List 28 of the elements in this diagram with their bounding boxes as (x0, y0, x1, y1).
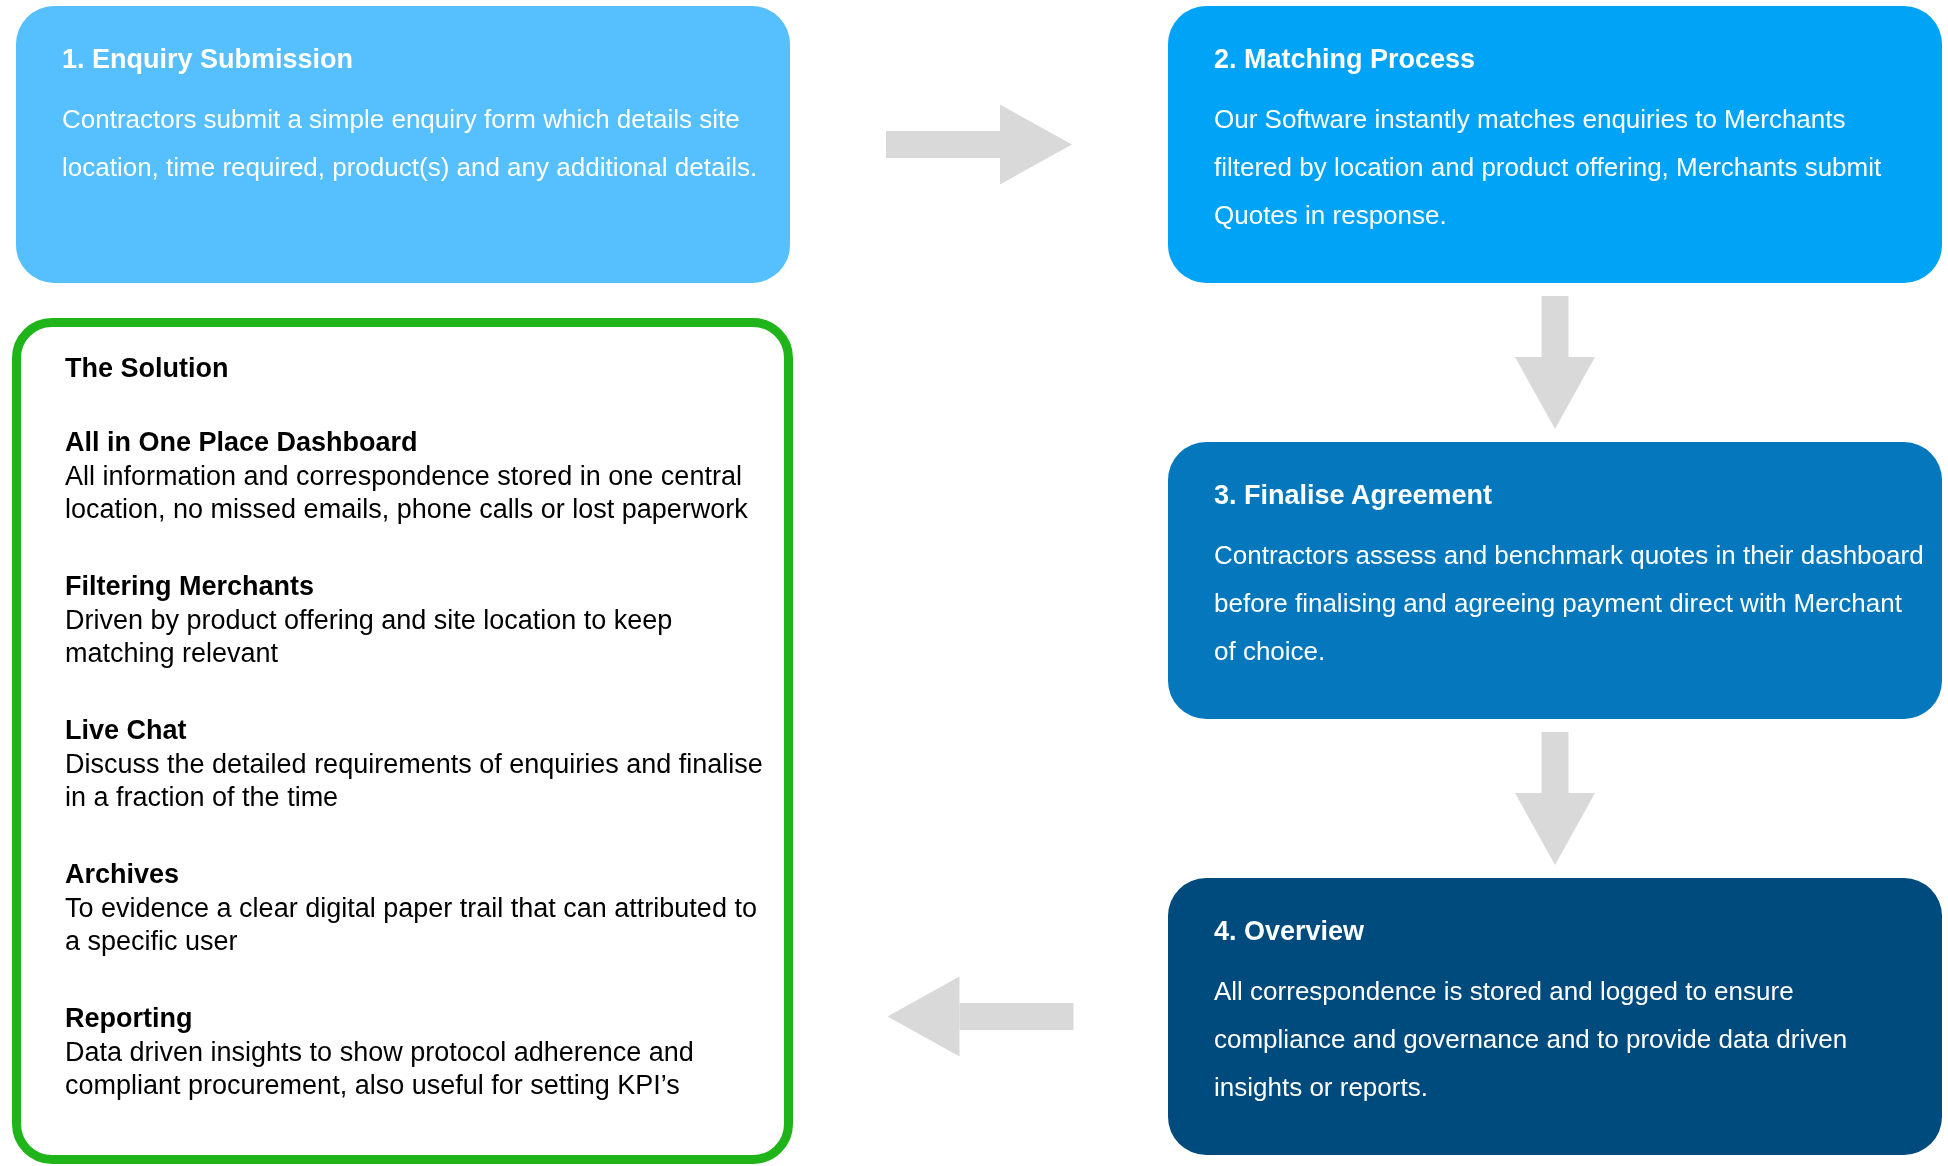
step-box (1168, 6, 1942, 283)
feature-heading: Archives (65, 858, 181, 891)
block-arrow (1515, 296, 1595, 429)
step-description: Our Software instantly matches enquiries to Merchants filtered by location and product offering, Merchants submit Quotes in response. (1214, 103, 1883, 232)
step-heading: 2. Matching Process (1214, 44, 1477, 75)
step-box (1168, 442, 1942, 719)
block-arrow (1515, 732, 1595, 865)
step-heading: 4. Overview (1214, 916, 1366, 947)
block-arrow (887, 976, 1074, 1057)
feature-description: To evidence a clear digital paper trail that can attributed to a specific user (65, 892, 758, 958)
step-box (16, 6, 790, 283)
step-description: All correspondence is stored and logged to ensure compliance and governance and to provide data driven insights or reports. (1214, 975, 1849, 1104)
step-heading: 3. Finalise Agreement (1214, 480, 1494, 511)
step-description: Contractors assess and benchmark quotes in their dashboard before finalising and agreeing payment direct with Merchant of choice. (1214, 539, 1925, 668)
feature-heading: Reporting (65, 1002, 194, 1035)
feature-description: Data driven insights to show protocol adherence and compliant procurement, also useful for setting KPI’s (65, 1036, 695, 1102)
feature-heading: All in One Place Dashboard (65, 426, 419, 459)
feature-description: All information and correspondence stored in one central location, no missed emails, phone calls or lost paperwork (65, 460, 749, 526)
feature-heading: Live Chat (65, 714, 188, 747)
step-description: Contractors submit a simple enquiry form which details site location, time required, product(s) and any additional details. (62, 103, 759, 184)
block-arrow (886, 104, 1072, 185)
step-heading: 1. Enquiry Submission (62, 44, 355, 75)
step-box (1168, 878, 1942, 1155)
solution-panel (12, 318, 793, 1164)
panel-title: The Solution (65, 353, 230, 384)
feature-description: Driven by product offering and site location to keep matching relevant (65, 604, 674, 670)
feature-heading: Filtering Merchants (65, 570, 316, 603)
feature-description: Discuss the detailed requirements of enquiries and finalise in a fraction of the time (65, 748, 764, 814)
